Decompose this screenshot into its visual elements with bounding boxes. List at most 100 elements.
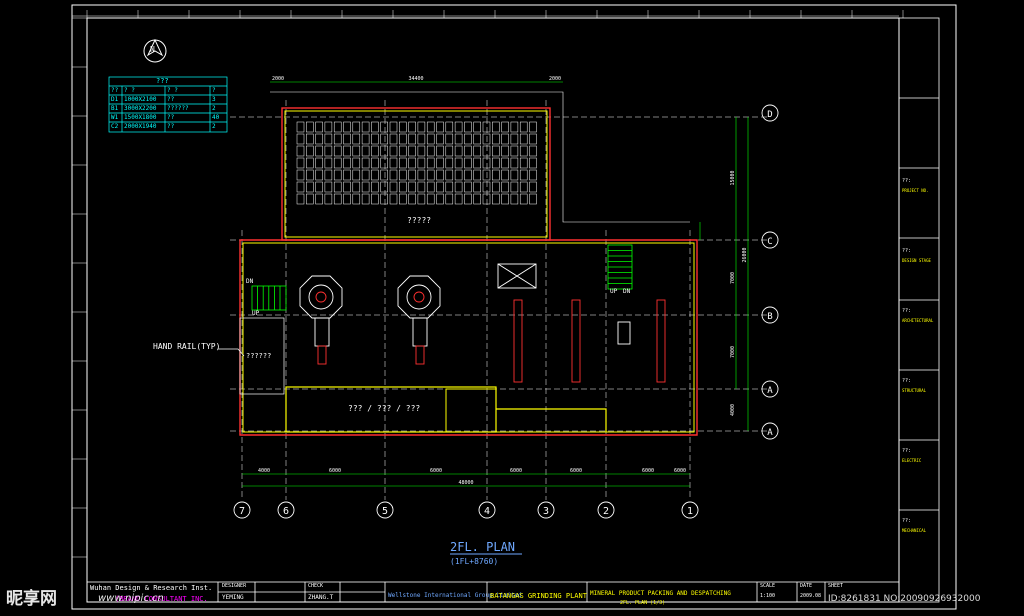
right-dim-3: 4000 (730, 404, 736, 416)
door-table-cell: D1 (111, 96, 119, 103)
drawing-title: 2FL. PLAN (450, 540, 516, 554)
room-label: ????? (407, 216, 432, 225)
right-panel-value: MECHANICAL (902, 528, 927, 533)
door-table-cell: ?? (167, 96, 175, 103)
strip-room-label: ??? / ??? / ??? (348, 404, 421, 413)
bottom-title-strip (86, 581, 900, 603)
bottom-dim-1: 6000 (329, 468, 341, 474)
scale-label: SCALE (760, 583, 776, 589)
scale-value: 1:100 (760, 593, 776, 599)
door-table-cell: 3 (212, 96, 216, 103)
right-panel-label: ??: (902, 378, 912, 384)
inner-frame (86, 17, 900, 603)
date-label: DATE (800, 583, 813, 589)
right-panel-label: ??: (902, 308, 912, 314)
outer-frame (71, 4, 957, 610)
door-table-cell: 2 (212, 105, 216, 112)
door-table-cell: 2 (212, 123, 216, 130)
bottom-dim-5: 6000 (642, 468, 654, 474)
stair-dn-right: DN (623, 288, 631, 295)
project-name: BATANGAS GRINDING PLANT (490, 592, 587, 600)
door-table-cell: W1 (111, 114, 119, 121)
grid-row-bubble-A: A (767, 428, 773, 438)
right-panel-value: STRUCTURAL (902, 388, 927, 393)
date-value: 2009.08 (800, 593, 822, 599)
bottom-total-dim: 48000 (458, 480, 473, 486)
door-table-header-2: ? ? (167, 87, 178, 94)
right-panel-label: ??: (902, 448, 912, 454)
stairs (251, 244, 633, 311)
right-title-column (898, 17, 940, 603)
grid-row-bubble-A: A (767, 386, 773, 396)
grid-column-bubble-5: 5 (382, 506, 388, 517)
right-panel-label: ??: (902, 178, 912, 184)
door-table-header-0: ?? (111, 87, 119, 94)
grid-lines (230, 100, 770, 500)
grid-row-bubble-C: C (767, 237, 772, 247)
right-panel-label: ??: (902, 518, 912, 524)
drawing-name-2: 2FL. PLAN (1/3) (620, 600, 666, 606)
grid-bubbles: 7 6 5 4 3 2 1 D C B A A (233, 104, 779, 519)
grid-column-bubble-2: 2 (603, 506, 609, 517)
grid-column-bubble-6: 6 (283, 506, 289, 517)
bottom-dim-3: 6000 (510, 468, 522, 474)
hand-rail-label: HAND RAIL(TYP) (153, 342, 221, 351)
top-ruler-ticks (86, 10, 904, 18)
right-dim-2: 7000 (730, 346, 736, 358)
grid-row-bubble-B: B (767, 312, 772, 322)
stair-up-left: UP (252, 310, 260, 317)
bottom-dim-0: 4000 (258, 468, 270, 474)
grid-column-bubble-7: 7 (239, 506, 245, 517)
top-dim-0: 2000 (272, 76, 284, 82)
north-label: N (150, 45, 155, 54)
watermark-url: www.nipic.cn (98, 593, 164, 604)
right-dim-1: 7000 (730, 272, 736, 284)
roof-panel-grid (296, 121, 537, 205)
drawing-name: MINERAL PRODUCT PACKING AND DESPATCHING (590, 590, 731, 597)
door-table-cell: 1000X2100 (124, 96, 157, 103)
door-table-title: ??? (156, 77, 169, 85)
watermark-logo: 昵享网 (6, 589, 57, 609)
door-table-cell: 40 (212, 114, 220, 121)
bottom-dim-2: 6000 (430, 468, 442, 474)
drawing-subtitle: (1FL+8760) (450, 557, 499, 566)
grid-column-bubble-4: 4 (484, 506, 490, 517)
door-table-header-3: ? (212, 87, 216, 94)
right-panel-label: ??: (902, 248, 912, 254)
door-table-cell: 2000X1940 (124, 123, 157, 130)
top-dim-2: 2000 (549, 76, 561, 82)
north-arrow-icon (143, 38, 167, 63)
right-panel-value: PROJECT NO. (902, 188, 929, 193)
left-ruler-ticks (72, 17, 87, 558)
right-panel-value: DESIGN STAGE (902, 258, 931, 263)
door-table-cell: 3000X2200 (124, 105, 157, 112)
building-walls (239, 91, 698, 436)
door-table-header-1: ? ? (124, 87, 135, 94)
designer-value: YEMING (222, 594, 244, 601)
equipment-machines (299, 263, 666, 383)
grid-row-bubble-D: D (767, 110, 772, 120)
door-table-cell: ?? (167, 123, 175, 130)
stair-up-right: UP (610, 288, 618, 295)
client-name: Wellstone International Group Limited (388, 592, 522, 599)
right-dim-0: 15000 (730, 170, 736, 185)
sheet-label: SHEET (828, 583, 844, 589)
grid-column-bubble-3: 3 (543, 506, 549, 517)
door-table-cell: ?????? (167, 105, 189, 112)
hand-rail-leader (218, 348, 245, 357)
door-table-cell: ?? (167, 114, 175, 121)
grid-column-bubble-1: 1 (687, 506, 693, 517)
door-table-grid (108, 76, 228, 133)
top-dim-1: 34400 (408, 76, 423, 82)
right-total-dim: 26000 (742, 247, 748, 262)
hand-rail-note: ?????? (246, 352, 272, 360)
door-table-cell: B1 (111, 105, 119, 112)
right-panel-value: ARCHITECTURAL (902, 318, 934, 323)
door-table-cell: 1500X1800 (124, 114, 157, 121)
watermark-id: ID:8261831 NO:20090926932000 (828, 594, 981, 604)
dimension-lines (242, 81, 749, 487)
bottom-dim-6: 6000 (674, 468, 686, 474)
right-panel-value: ELECTRIC (902, 458, 922, 463)
checker-value: ZHANG.T (308, 594, 334, 601)
